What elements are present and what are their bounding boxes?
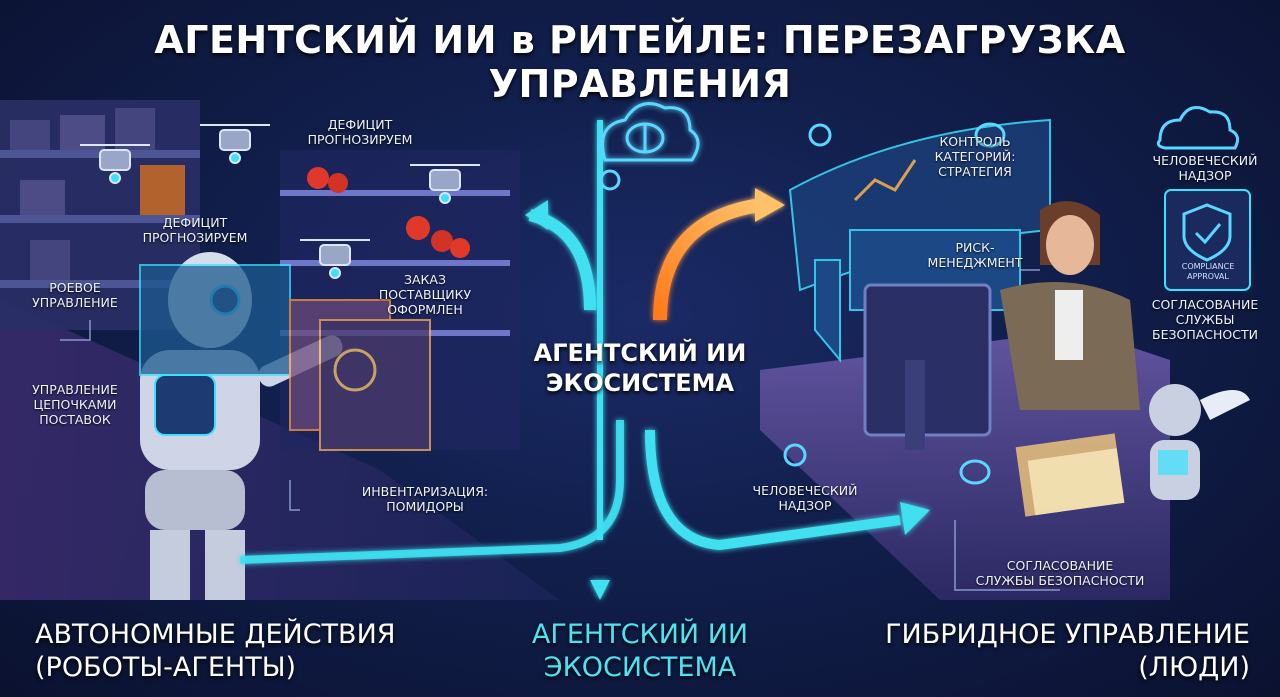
label-line: ПОМИДОРЫ [386, 499, 464, 514]
label-line: ЧЕЛОВЕЧЕСКИЙ [1152, 153, 1258, 168]
label-line: СОГЛАСОВАНИЕ [1151, 297, 1259, 312]
hologram-panels [139, 264, 431, 451]
brain-cloud-icon [601, 102, 700, 162]
callout-lines [60, 269, 1060, 591]
label-line: СОГЛАСОВАНИЕ [1006, 558, 1114, 573]
label-line: СЛУЖБЫ БЕЗОПАСНОСТИ [975, 573, 1145, 588]
label-line: УПРАВЛЕНИЕ [32, 382, 118, 397]
label-line: НАДЗОР [1178, 168, 1232, 183]
gear-icon [599, 123, 832, 467]
caption-line: АГЕНТСКИЙ ИИ [531, 619, 749, 650]
label-line: ПОСТАВОК [39, 412, 111, 427]
label-line: СЛУЖБЫ [1175, 312, 1235, 327]
hybrid-management-caption: ГИБРИДНОЕ УПРАВЛЕНИЕ (ЛЮДИ) [850, 618, 1250, 684]
label-line: ПОСТАВЩИКУ [378, 287, 472, 302]
label-line: КАТЕГОРИЙ: [934, 149, 1016, 164]
helper-robot [1149, 384, 1250, 500]
drone-icons [80, 124, 480, 279]
caption-line: (РОБОТЫ-АГЕНТЫ) [35, 652, 297, 683]
label-line: COMPLIANCE [1181, 262, 1235, 271]
supplier-order-label: ЗАКАЗ ПОСТАВЩИКУ ОФОРМЛЕН [365, 272, 485, 317]
security-approval-label-bottom: СОГЛАСОВАНИЕ СЛУЖБЫ БЕЗОПАСНОСТИ [960, 558, 1160, 588]
document-stack [1015, 433, 1125, 517]
cloud-icon [1156, 106, 1240, 150]
label-line: ПРОГНОЗИРУЕМ [307, 132, 413, 147]
compliance-approval-badge: COMPLIANCE APPROVAL [1172, 262, 1244, 282]
risk-management-label: РИСК- МЕНЕДЖМЕНТ [915, 240, 1035, 270]
monitor [863, 283, 992, 450]
label-line: АГЕНТСКИЙ ИИ [533, 339, 747, 367]
autonomous-actions-caption: АВТОНОМНЫЕ ДЕЙСТВИЯ (РОБОТЫ-АГЕНТЫ) [35, 618, 396, 684]
ecosystem-caption: АГЕНТСКИЙ ИИ ЭКОСИСТЕМА [500, 618, 780, 684]
label-line: КОНТРОЛЬ [939, 134, 1011, 149]
caption-line: ЭКОСИСТЕМА [543, 652, 737, 683]
label-line: НАДЗОР [778, 498, 832, 513]
caption-line: ГИБРИДНОЕ УПРАВЛЕНИЕ [885, 619, 1250, 650]
deficit-label-top: ДЕФИЦИТ ПРОГНОЗИРУЕМ [305, 117, 415, 147]
cyan-data-flows [239, 120, 930, 600]
page-title: АГЕНТСКИЙ ИИ в РИТЕЙЛЕ: ПЕРЕЗАГРУЗКА УПР… [154, 18, 1126, 106]
label-line: ДЕФИЦИТ [327, 117, 393, 132]
ecosystem-center-label: АГЕНТСКИЙ ИИ ЭКОСИСТЕМА [505, 338, 775, 398]
orange-data-flow [653, 188, 785, 321]
label-line: УПРАВЛЕНИЕ [32, 295, 118, 310]
deficit-label-mid: ДЕФИЦИТ ПРОГНОЗИРУЕМ [130, 215, 260, 245]
label-line: ЭКОСИСТЕМА [545, 369, 735, 397]
category-control-label: КОНТРОЛЬ КАТЕГОРИЙ: СТРАТЕГИЯ [920, 134, 1030, 179]
label-line: APPROVAL [1187, 272, 1229, 281]
label-line: ПРОГНОЗИРУЕМ [142, 230, 248, 245]
label-line: БЕЗОПАСНОСТИ [1152, 327, 1258, 342]
label-line: РИСК- [955, 240, 995, 255]
human-oversight-label-mid: ЧЕЛОВЕЧЕСКИЙ НАДЗОР [740, 483, 870, 513]
inventory-label: ИНВЕНТАРИЗАЦИЯ: ПОМИДОРЫ [340, 484, 510, 514]
label-line: РОЕВОЕ [49, 280, 101, 295]
caption-line: АВТОНОМНЫЕ ДЕЙСТВИЯ [35, 619, 396, 650]
label-line: ЧЕЛОВЕЧЕСКИЙ [752, 483, 858, 498]
human-oversight-label-top: ЧЕЛОВЕЧЕСКИЙ НАДЗОР [1140, 153, 1270, 183]
label-line: ЦЕПОЧКАМИ [33, 397, 117, 412]
brain-icon [959, 122, 1006, 485]
label-line: СТРАТЕГИЯ [938, 164, 1012, 179]
compliance-shield [1164, 189, 1251, 291]
swarm-management-label: РОЕВОЕ УПРАВЛЕНИЕ [10, 280, 140, 310]
caption-line: (ЛЮДИ) [1138, 652, 1250, 683]
label-line: ИНВЕНТАРИЗАЦИЯ: [361, 484, 489, 499]
security-approval-label-right: СОГЛАСОВАНИЕ СЛУЖБЫ БЕЗОПАСНОСТИ [1140, 297, 1270, 342]
label-line: ОФОРМЛЕН [387, 302, 463, 317]
supply-chain-label: УПРАВЛЕНИЕ ЦЕПОЧКАМИ ПОСТАВОК [10, 382, 140, 427]
label-line: ДЕФИЦИТ [162, 215, 228, 230]
label-line: МЕНЕДЖМЕНТ [927, 255, 1023, 270]
label-line: ЗАКАЗ [403, 272, 446, 287]
human-manager [1000, 201, 1140, 410]
